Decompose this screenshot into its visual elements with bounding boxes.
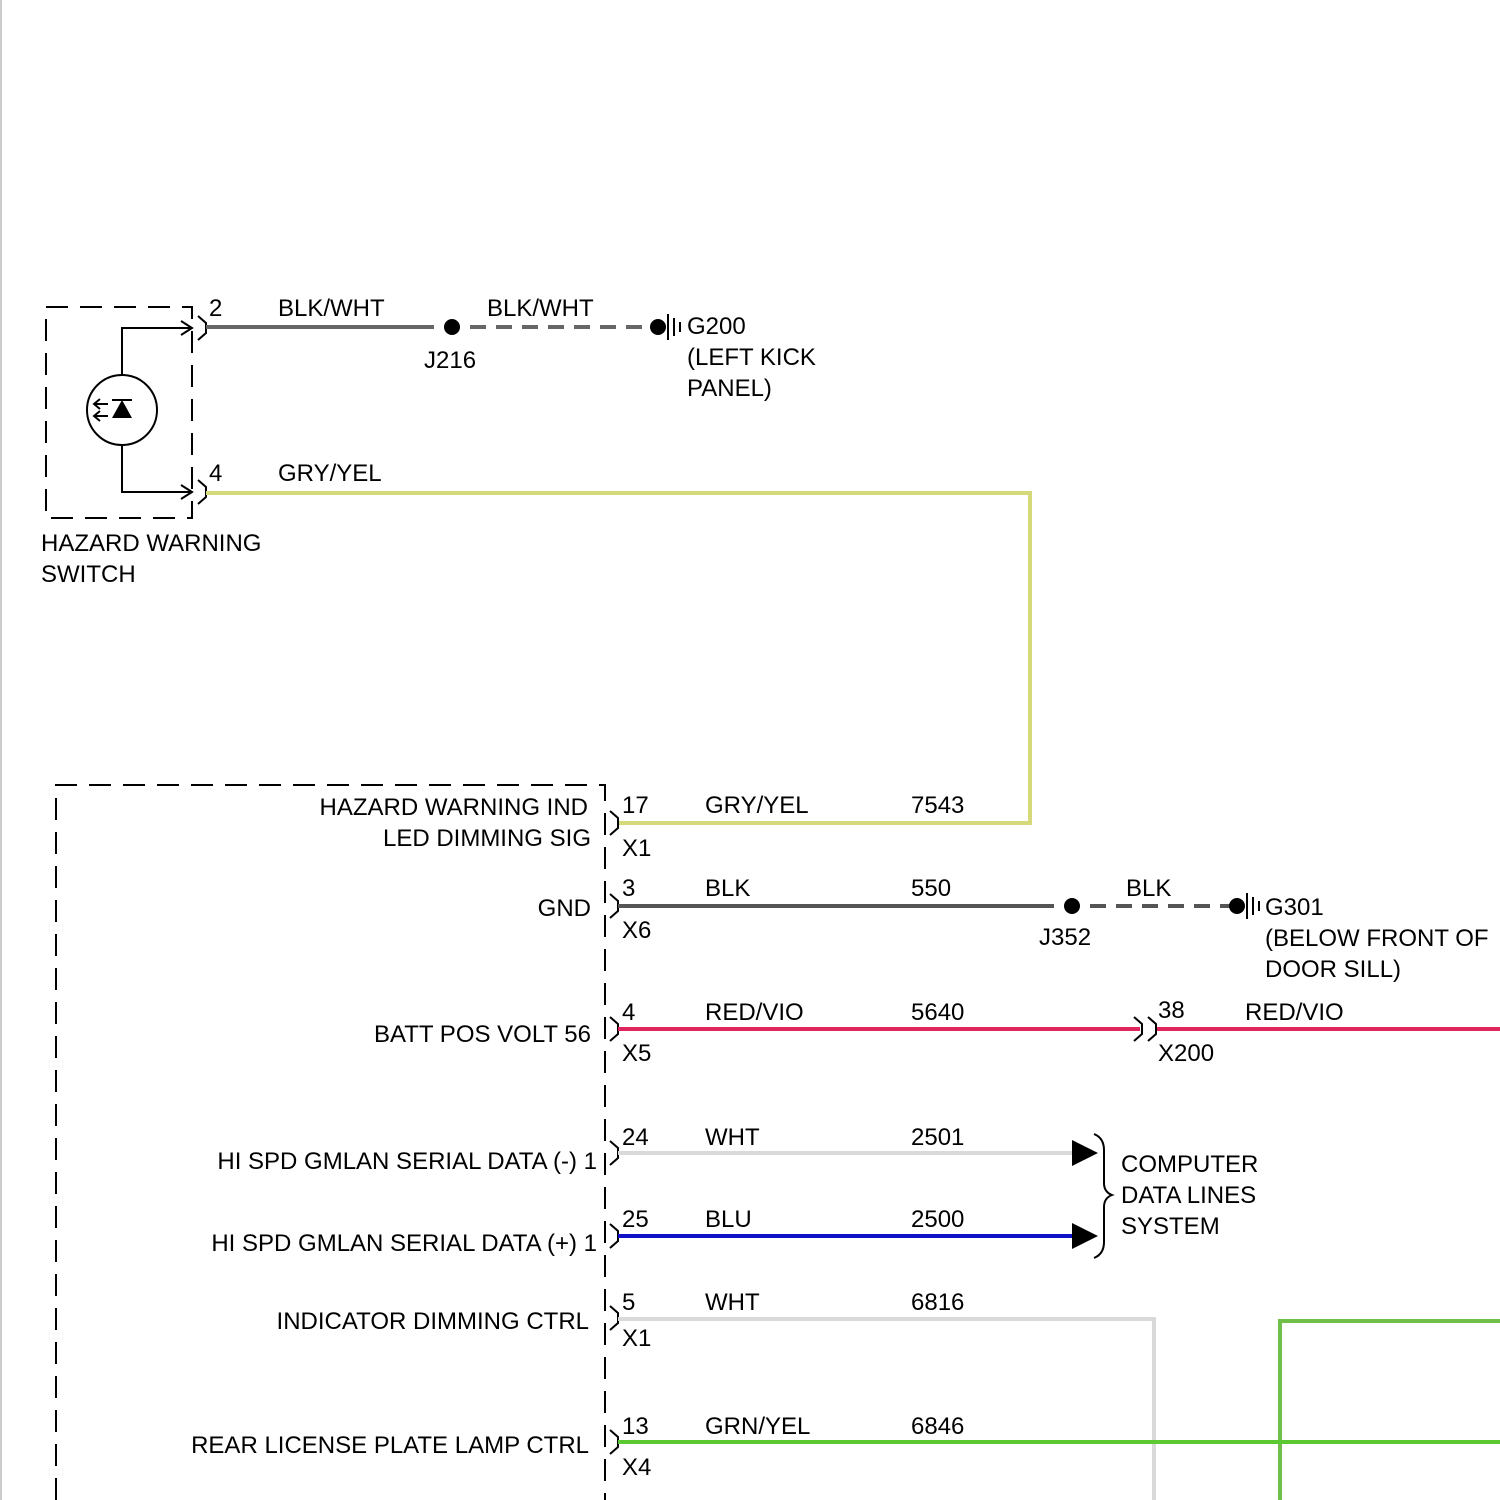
inline-connector-x200-right: [1148, 1017, 1156, 1041]
pin-number: 25: [622, 1206, 649, 1233]
pin-3-row: GND 3 X6 BLK 550 BLK J352 G301 (BELOW FR…: [538, 875, 1489, 983]
pin-number: 13: [622, 1413, 649, 1440]
wire-grn-right: [1280, 1321, 1500, 1500]
module-pin-label: REAR LICENSE PLATE LAMP CTRL: [191, 1432, 589, 1459]
connector-pin-25: [610, 1224, 618, 1248]
connector-x5-4: [610, 1017, 618, 1041]
splice-j352: [1064, 898, 1080, 914]
circuit-number: 5640: [911, 999, 964, 1026]
pin-number: 3: [622, 875, 635, 902]
connector-id: X6: [622, 917, 651, 944]
pin-5-row: INDICATOR DIMMING CTRL 5 X1 WHT 6816: [277, 1289, 1154, 1500]
ground-g301-label: G301: [1265, 894, 1324, 921]
circuit-number: 6846: [911, 1413, 964, 1440]
ground-g301-icon: [1247, 893, 1259, 919]
wire-color-label: BLK: [705, 875, 750, 902]
module-pin-label: BATT POS VOLT 56: [374, 1021, 591, 1048]
ground-g200-location-line2: PANEL): [687, 375, 772, 402]
ground-g301-location-line1: (BELOW FRONT OF: [1265, 925, 1489, 952]
splice-j352-label: J352: [1039, 924, 1091, 951]
switch-label-line2: SWITCH: [41, 561, 136, 588]
wire-gry-yel: [206, 493, 1030, 823]
circuit-number: 550: [911, 875, 951, 902]
inline-connector-id: X200: [1158, 1040, 1214, 1067]
ground-g200-label: G200: [687, 313, 746, 340]
circuit-number: 2501: [911, 1124, 964, 1151]
data-lines-label-line1: COMPUTER: [1121, 1151, 1258, 1178]
module-outline: [56, 785, 605, 1500]
ground-g200-icon: [668, 314, 680, 340]
pin-number: 5: [622, 1289, 635, 1316]
data-lines-label-line3: SYSTEM: [1121, 1213, 1220, 1240]
connector-id: X5: [622, 1040, 651, 1067]
module-pin-label: HAZARD WARNING IND: [320, 794, 588, 821]
pin-13-row: REAR LICENSE PLATE LAMP CTRL 13 X4 GRN/Y…: [191, 1413, 1500, 1481]
module-pin-label: HI SPD GMLAN SERIAL DATA (-) 1: [217, 1148, 597, 1175]
arrow-icon: [1072, 1223, 1098, 1249]
wire-color-label: GRY/YEL: [705, 792, 809, 819]
wire-color-label: WHT: [705, 1289, 760, 1316]
wire-color-label: GRN/YEL: [705, 1413, 810, 1440]
pin-number: 24: [622, 1124, 649, 1151]
led-icon: [87, 375, 157, 445]
connector-pin-2: [198, 316, 206, 340]
connector-id: X1: [622, 1325, 651, 1352]
gry-yel-signal-circuit: GRY/YEL: [206, 460, 1030, 823]
switch-pin-4: 4: [209, 460, 222, 487]
pin-4-row: BATT POS VOLT 56 4 X5 RED/VIO 5640 38 X2…: [374, 997, 1500, 1067]
ground-g200-location-line1: (LEFT KICK: [687, 344, 816, 371]
gmlan-rows: HI SPD GMLAN SERIAL DATA (-) 1 24 WHT 25…: [211, 1124, 1258, 1258]
connector-x1-17: [610, 811, 618, 835]
switch-pin-2: 2: [209, 295, 222, 322]
inline-pin-number: 38: [1158, 997, 1185, 1024]
ground-g200-circuit: BLK/WHT BLK/WHT J216 G200 (LEFT KICK PAN…: [206, 295, 816, 402]
wire-color-label: BLK/WHT: [278, 295, 385, 322]
module-pin-label: GND: [538, 895, 591, 922]
hazard-warning-switch: 2 4 HAZARD WARNING SWITCH: [41, 295, 261, 588]
wire-color-label: RED/VIO: [1245, 999, 1344, 1026]
splice-j216: [444, 319, 460, 335]
connector-id: X1: [622, 835, 651, 862]
module-pin-label: INDICATOR DIMMING CTRL: [277, 1308, 589, 1335]
pin-number: 17: [622, 792, 649, 819]
wire-color-label: BLK/WHT: [487, 295, 594, 322]
wire-color-label: BLK: [1126, 875, 1171, 902]
circuit-number: 7543: [911, 792, 964, 819]
module-box: [56, 785, 605, 1500]
ground-g301-location-line2: DOOR SILL): [1265, 956, 1401, 983]
splice-j216-label: J216: [424, 347, 476, 374]
wire-wht-6816: [618, 1319, 1154, 1500]
connector-x1-5: [610, 1306, 618, 1330]
wire-color-label: WHT: [705, 1124, 760, 1151]
data-lines-label-line2: DATA LINES: [1121, 1182, 1256, 1209]
wire-color-label: RED/VIO: [705, 999, 804, 1026]
circuit-number: 2500: [911, 1206, 964, 1233]
connector-pin-24: [610, 1141, 618, 1165]
module-pin-label: LED DIMMING SIG: [383, 825, 591, 852]
module-pin-label: HI SPD GMLAN SERIAL DATA (+) 1: [211, 1230, 597, 1257]
ground-g301-point: [1229, 898, 1245, 914]
wire-color-label: BLU: [705, 1206, 752, 1233]
wire-color-label: GRY/YEL: [278, 460, 382, 487]
switch-label-line1: HAZARD WARNING: [41, 530, 261, 557]
connector-pin-4: [198, 480, 206, 504]
pin-number: 4: [622, 999, 635, 1026]
connector-x4-13: [610, 1430, 618, 1454]
connector-id: X4: [622, 1454, 651, 1481]
connector-x6-3: [610, 894, 618, 918]
module-connectors: [610, 811, 618, 1454]
ground-g200-point: [650, 319, 666, 335]
arrow-icon: [1072, 1140, 1098, 1166]
circuit-number: 6816: [911, 1289, 964, 1316]
pin-17-row: HAZARD WARNING IND LED DIMMING SIG 17 X1…: [320, 792, 965, 862]
